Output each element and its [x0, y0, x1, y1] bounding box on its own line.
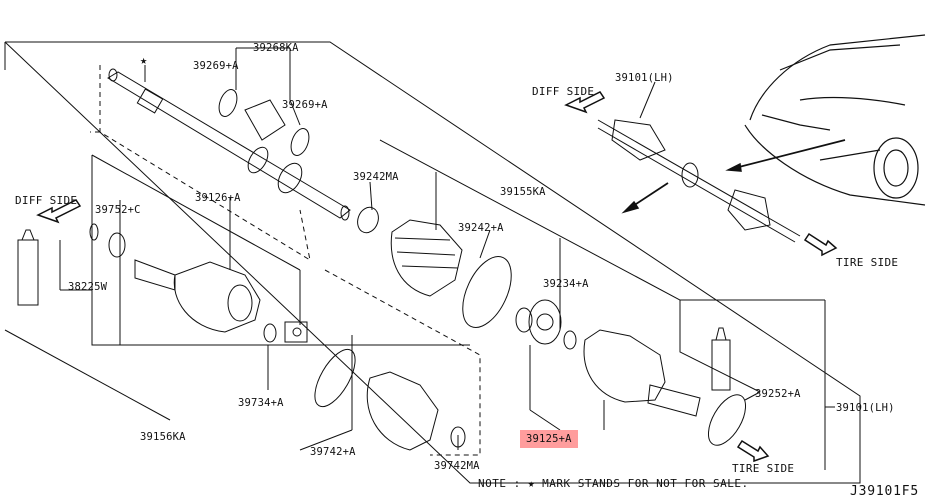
label-39269a-bottom: 39269+A — [282, 99, 328, 111]
frame-39155ka — [380, 140, 760, 392]
direction-tire-side-right: TIRE SIDE — [836, 256, 899, 269]
label-39268ka: 39268KA — [253, 42, 299, 54]
inner-group-frame — [92, 155, 470, 345]
arrow-diff-top — [566, 92, 604, 112]
diagram-code: J39101F5 — [850, 484, 920, 499]
label-39126a: 39126+A — [195, 192, 241, 204]
label-39242ma: 39242MA — [353, 171, 399, 183]
arrow-diff-left — [38, 200, 80, 222]
frame-outline — [5, 42, 860, 483]
grease-tube-left — [18, 230, 38, 305]
band-39242a — [453, 249, 521, 335]
outer-joint-parts — [516, 300, 700, 416]
label-39101lh-top: 39101(LH) — [615, 72, 674, 84]
arrows — [38, 92, 845, 461]
overview-shaft — [598, 120, 800, 242]
label-39242a: 39242+A — [458, 222, 504, 234]
star-icon: ★ — [140, 53, 148, 67]
dashed-box-boot — [325, 270, 480, 455]
direction-tire-side-bottom: TIRE SIDE — [732, 462, 795, 475]
label-39101lh-right: 39101(LH) — [836, 402, 895, 414]
direction-diff-side-left: DIFF SIDE — [15, 194, 78, 207]
inner-joint — [90, 224, 465, 450]
label-39734a: 39734+A — [238, 397, 284, 409]
outer-boot — [391, 220, 462, 296]
intermediate-shaft — [108, 69, 350, 220]
label-39156ka: 39156KA — [140, 431, 186, 443]
arrow-tire-bottom — [738, 441, 768, 461]
note-not-for-sale: NOTE : ★ MARK STANDS FOR NOT FOR SALE. — [478, 477, 749, 490]
label-38225w: 38225W — [68, 281, 108, 293]
seal-39252a — [701, 389, 753, 451]
grease-tube-right — [712, 328, 730, 390]
label-39234a: 39234+A — [543, 278, 589, 290]
label-39125a-highlighted[interactable]: 39125+A — [520, 430, 578, 448]
label-39742ma: 39742MA — [434, 460, 480, 472]
label-39155ka: 39155KA — [500, 186, 546, 198]
clip-39242ma — [354, 204, 382, 235]
label-39742a: 39742+A — [310, 446, 356, 458]
arrow-tire-right — [805, 234, 836, 255]
dashed-box-shaft — [100, 65, 310, 260]
label-39752c: 39752+C — [95, 204, 141, 216]
upper-boot-parts — [216, 87, 313, 158]
direction-diff-side-top: DIFF SIDE — [532, 85, 595, 98]
label-39269a-top: 39269+A — [193, 60, 239, 72]
car-illustration — [745, 35, 925, 205]
label-39252a: 39252+A — [755, 388, 801, 400]
